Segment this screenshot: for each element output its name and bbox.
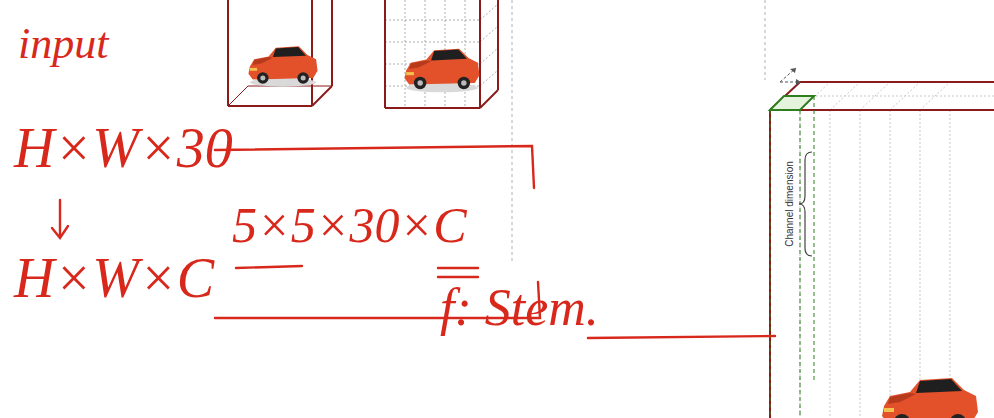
channel-column xyxy=(770,96,814,418)
handwritten-dimension: H×W×C xyxy=(14,250,214,306)
voxel-grid xyxy=(385,0,498,108)
handwritten-note: f: Stem. xyxy=(440,282,599,334)
axis-label: Channel dimension xyxy=(785,159,795,249)
car-image xyxy=(248,46,317,86)
panel-separator xyxy=(512,0,513,262)
feature-cube xyxy=(770,82,994,418)
handwritten-dimension: H×W×30 xyxy=(14,120,233,176)
handwritten-dimension: 5×5×30×C xyxy=(232,200,467,250)
car-image xyxy=(405,49,480,93)
handwritten-note: input xyxy=(18,22,108,66)
channel-bracket xyxy=(799,152,812,256)
voxel-cube xyxy=(385,0,498,108)
panel-separator xyxy=(765,0,766,80)
car-image xyxy=(882,378,978,418)
axis-arrows xyxy=(780,68,801,85)
feature-grid xyxy=(800,82,994,418)
input-cube xyxy=(228,0,332,106)
